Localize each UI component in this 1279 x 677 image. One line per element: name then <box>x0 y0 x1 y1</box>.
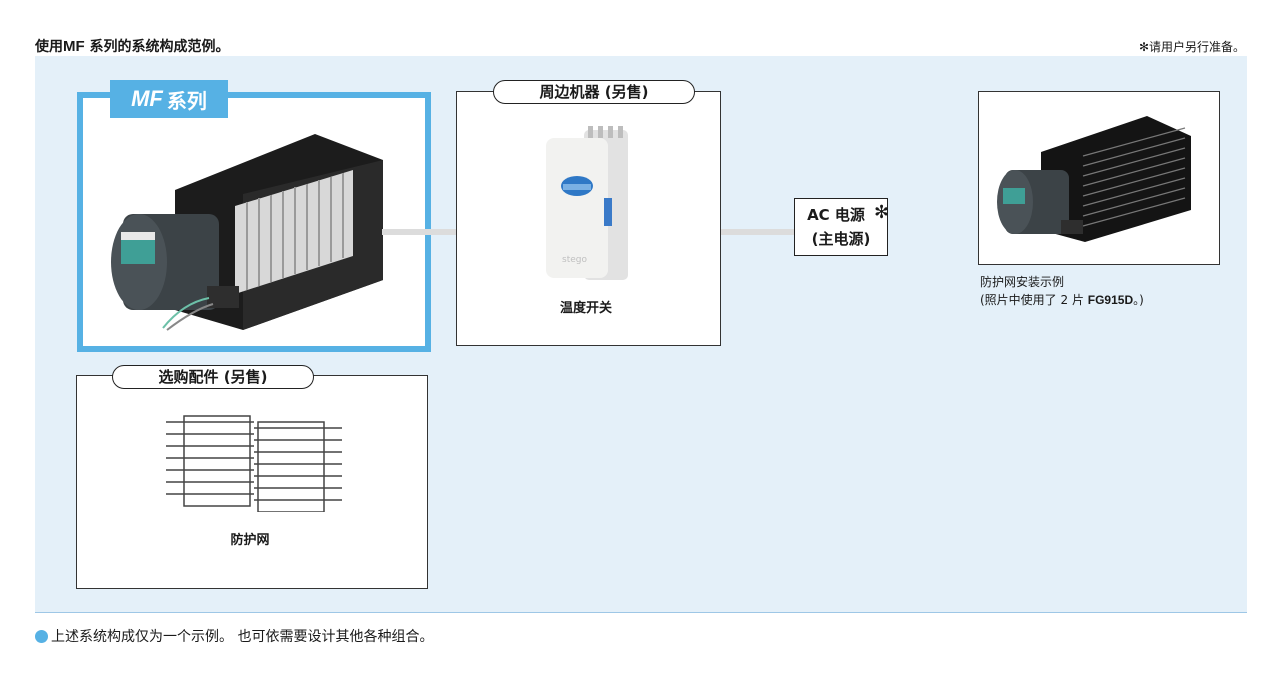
guard-installation-photo <box>978 91 1220 265</box>
ac-power-line2: (主电源) <box>811 230 871 248</box>
photo-caption-line1: 防护网安装示例 <box>980 275 1065 289</box>
guard-label: 防护网 <box>230 533 270 548</box>
cross-flow-fan-image <box>111 134 383 331</box>
ac-power-asterisk: ✻ <box>874 202 890 223</box>
mf-series-box <box>77 92 431 352</box>
fan-with-guard-image <box>997 116 1191 242</box>
ac-power-box: AC 电源 (主电源) <box>794 198 888 256</box>
photo-caption-line2: (照片中使用了 2 片 FG915D。) <box>980 293 1144 307</box>
thermostat-label: 温度开关 <box>559 301 612 316</box>
peripherals-heading: 周边机器 (另售) <box>493 80 695 104</box>
svg-text:stego: stego <box>562 255 587 265</box>
footer-note: 上述系统构成仅为一个示例。 也可依需要设计其他各种组合。 <box>35 626 433 646</box>
user-supply-note: ✻请用户另行准备。 <box>1138 40 1245 54</box>
guard-mesh-image <box>166 415 342 512</box>
ac-power-line1: AC 电源 <box>807 206 865 224</box>
photo-caption: 防护网安装示例 (照片中使用了 2 片 FG915D。) <box>980 273 1144 309</box>
page-title: 使用MF 系列的系统构成范例。 <box>35 38 230 55</box>
bullet-dot-icon <box>35 629 48 643</box>
accessories-heading: 选购配件 (另售) <box>112 365 314 389</box>
thermostat-image: stego <box>546 126 628 280</box>
